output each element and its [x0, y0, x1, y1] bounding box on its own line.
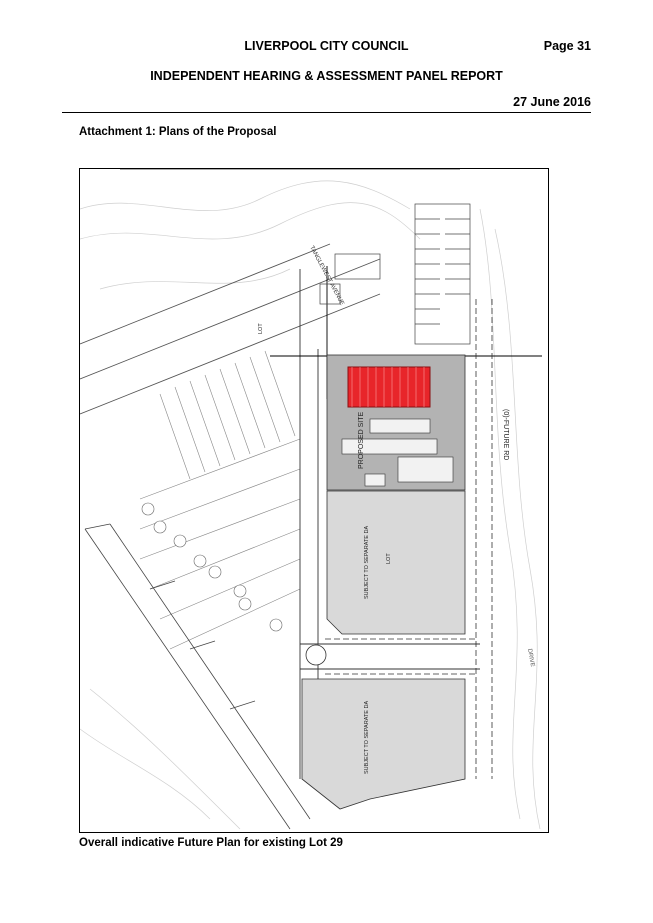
lot-north — [326, 490, 466, 635]
proposed-building — [347, 366, 431, 408]
report-date: 27 June 2016 — [513, 95, 591, 109]
page-number: Page 31 — [543, 39, 591, 53]
proposed-site-label: PROPOSED SITE — [358, 411, 365, 469]
site-plan-drawing: TANGLEWEST AVENUE PROPOSED SITE (0)-FUTU… — [80, 169, 542, 830]
proposed-site-layout — [341, 418, 454, 487]
carpark-top-right — [319, 203, 471, 345]
drive-label: DRIVE — [526, 648, 535, 667]
plan-caption: Overall indicative Future Plan for exist… — [79, 837, 343, 849]
site-boundary — [325, 299, 493, 779]
street-top — [80, 169, 460, 415]
parking-bays-left — [139, 350, 301, 650]
proposed-building-hatch — [351, 367, 425, 407]
trees — [141, 502, 283, 632]
attachment-title: Attachment 1: Plans of the Proposal — [79, 126, 277, 138]
separate-da-label-2: SUBJECT TO SEPARATE DA — [364, 701, 370, 774]
council-name: LIVERPOOL CITY COUNCIL — [244, 39, 409, 53]
site-plan: TANGLEWEST AVENUE PROPOSED SITE (0)-FUTU… — [79, 168, 549, 833]
roundabout — [305, 644, 327, 666]
lot-label-2: LOT — [258, 323, 264, 334]
separate-da-label-1: SUBJECT TO SEPARATE DA — [364, 526, 370, 599]
report-title: INDEPENDENT HEARING & ASSESSMENT PANEL R… — [150, 69, 503, 83]
header-rule — [62, 112, 591, 113]
future-road-label: (0)-FUTURE RD — [502, 409, 509, 460]
diagonal-buildings — [84, 523, 311, 830]
lot-south — [301, 678, 466, 810]
lot-label-1: LOT — [386, 553, 392, 564]
contour-lines — [80, 180, 541, 830]
